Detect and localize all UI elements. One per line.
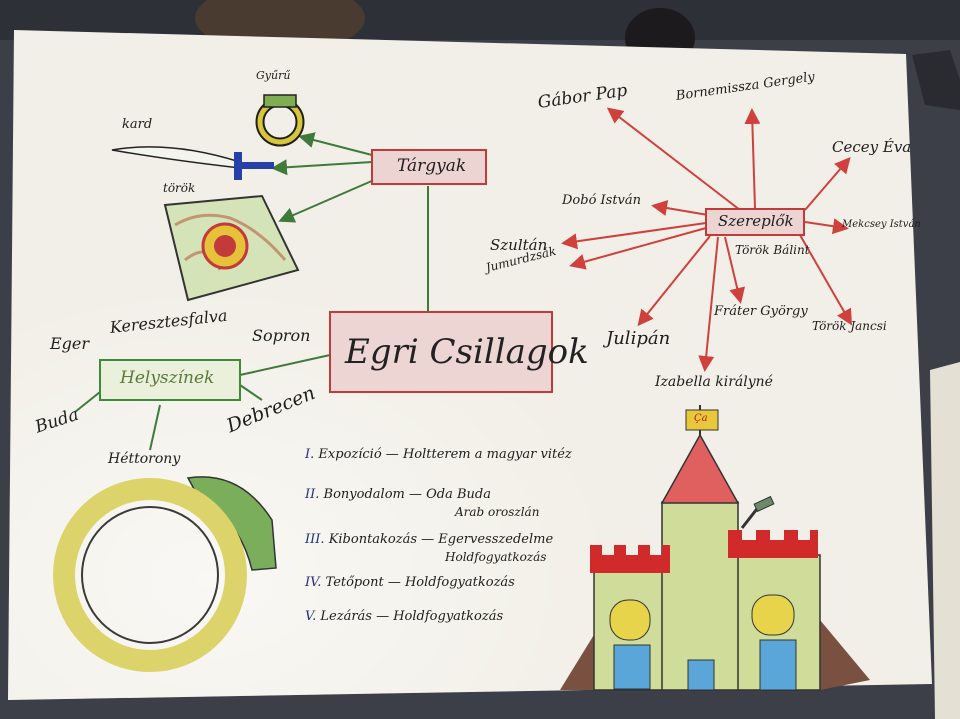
castle-drawing	[560, 405, 870, 691]
structure-name: Kibontakozás	[328, 532, 418, 547]
structure-name: Lezárás	[320, 609, 372, 624]
structure-num: IV.	[305, 575, 322, 590]
turkish-flag-drawing	[163, 194, 300, 302]
character-julipan: Julipán	[606, 328, 671, 349]
main-title: Egri Csillagok	[345, 332, 589, 372]
structure-detail: Oda Buda	[426, 487, 491, 502]
title-box	[329, 311, 553, 393]
structure-list: I. Expozíció — Holtterem a magyar vitéz …	[305, 438, 605, 638]
structure-num: II.	[305, 487, 320, 502]
structure-detail: Holdfogyatkozás	[393, 609, 504, 624]
structure-name: Expozíció	[318, 447, 382, 462]
structure-name: Tetőpont	[325, 575, 384, 590]
characters-label: Szereplők	[718, 212, 794, 230]
structure-row: V. Lezárás — Holdfogyatkozás	[305, 609, 504, 624]
structure-num: V.	[305, 609, 317, 624]
castle-flag-text: Ça	[694, 413, 708, 424]
structure-detail-2: Holdfogyatkozás	[445, 550, 547, 564]
character-frater-gyorgy: Fráter György	[714, 304, 808, 319]
object-sword-label: kard	[122, 117, 153, 132]
structure-num: III.	[305, 532, 325, 547]
place-hettorony: Héttorony	[108, 451, 181, 467]
character-torok-balint: Török Bálint	[735, 243, 810, 257]
objects-label: Tárgyak	[397, 156, 467, 176]
structure-row: II. Bonyodalom — Oda Buda	[305, 487, 491, 502]
object-ring-label: Gyűrű	[256, 69, 291, 82]
character-szultan: Szultán	[490, 236, 548, 254]
structure-detail: Egervesszedelme	[438, 532, 554, 547]
object-flag-label: török	[163, 181, 196, 195]
place-eger: Eger	[50, 334, 90, 353]
places-label: Helyszínek	[120, 368, 215, 388]
hettorony-drawing	[53, 476, 277, 672]
structure-name: Bonyodalom	[323, 487, 405, 502]
structure-num: I.	[305, 447, 315, 462]
structure-row: I. Expozíció — Holtterem a magyar vitéz	[305, 447, 572, 462]
structure-row: III. Kibontakozás — Egervesszedelme	[305, 532, 554, 547]
character-cecey-eva: Cecey Éva	[832, 138, 912, 156]
character-izabella: Izabella királyné	[655, 374, 773, 390]
character-torok-jancsi: Török Jancsi	[812, 319, 887, 333]
structure-detail: Holdfogyatkozás	[404, 575, 515, 590]
character-dobo: Dobó István	[562, 193, 642, 208]
structure-row: IV. Tetőpont — Holdfogyatkozás	[305, 575, 515, 590]
structure-detail: Holtterem a magyar vitéz	[402, 447, 572, 462]
objects-box	[371, 149, 487, 185]
places-box	[99, 359, 241, 401]
ring-drawing	[255, 94, 305, 147]
character-mekcsey: Mekcsey István	[842, 219, 921, 230]
structure-detail-2: Arab oroszlán	[455, 505, 540, 519]
characters-box	[705, 208, 805, 236]
place-sopron: Sopron	[252, 326, 311, 345]
sword-drawing	[111, 146, 274, 180]
